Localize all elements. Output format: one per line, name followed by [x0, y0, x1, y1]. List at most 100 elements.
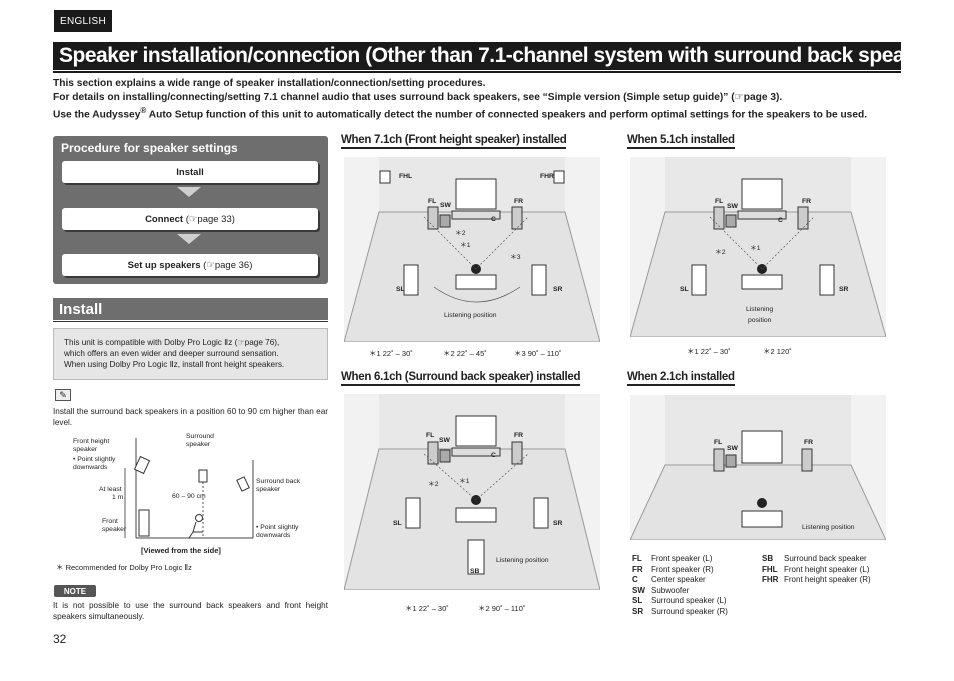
sb-speaker-icon — [467, 539, 485, 575]
label-fr: FR — [802, 198, 812, 205]
compat-line-3: When using Dolby Pro Logic Ⅱz, install f… — [64, 360, 285, 369]
legend-abbr: FHR — [762, 575, 779, 584]
label-fhr: FHR — [540, 173, 554, 180]
intro-line-2: For details on installing/connecting/set… — [53, 91, 903, 105]
diagram-6-1ch — [344, 394, 600, 590]
label-position: position — [748, 317, 772, 324]
legend-name: Surround speaker (L) — [651, 596, 727, 605]
step-ref: page 33 — [197, 213, 232, 225]
label-star1: ＊1 — [459, 478, 470, 485]
procedure-step-setup: Set up speakers (☞page 36) — [62, 254, 318, 276]
listener-body-icon — [188, 521, 203, 539]
label-star2: ＊2 — [428, 481, 439, 488]
angle-lines — [423, 216, 529, 270]
reference-icon: ☞ — [206, 259, 215, 271]
diagram-7-1ch — [344, 157, 600, 342]
fl-speaker-icon — [427, 441, 439, 465]
page-title: Speaker installation/connection (Other t… — [53, 42, 901, 70]
diagram-2-1ch — [630, 395, 886, 540]
legend-abbr: SB — [762, 554, 774, 563]
tv-icon — [741, 178, 783, 210]
intro-line-2b: page 3). — [743, 91, 783, 103]
label-c: C — [778, 217, 783, 224]
right-wall — [851, 157, 886, 337]
procedure-title: Procedure for speaker settings — [61, 141, 238, 155]
label-fhl: FHL — [399, 173, 413, 180]
label-star3: ＊3 — [510, 254, 521, 261]
step-label: Connect — [145, 213, 184, 225]
heading-5-1ch: When 5.1ch installed — [627, 134, 735, 149]
compat-line-2: which offers an even wider and deeper su… — [64, 349, 279, 358]
label-listening-position: Listening position — [496, 557, 549, 564]
sofa-icon — [741, 510, 783, 528]
left-wall — [344, 157, 379, 342]
compat-line-1a: This unit is compatible with Dolby Pro L… — [64, 338, 238, 347]
side-view-diagram — [124, 438, 254, 539]
angle-lines — [709, 216, 815, 270]
listener-head-icon — [195, 514, 203, 522]
listener-icon — [757, 498, 767, 508]
surround-speaker-icon — [198, 469, 208, 483]
label-fr: FR — [514, 432, 524, 439]
label-sw: SW — [440, 202, 451, 209]
fr-speaker-icon — [797, 206, 809, 230]
heading-7-1ch: When 7.1ch (Front height speaker) instal… — [341, 134, 567, 149]
reference-icon: ☞ — [237, 338, 245, 347]
legend-abbr: C — [632, 575, 638, 584]
angle-lines — [423, 453, 529, 501]
label-c: C — [491, 216, 496, 223]
label-star1: ＊1 — [460, 242, 471, 249]
fl-speaker-icon — [427, 206, 439, 230]
page-number: 32 — [53, 632, 67, 646]
step-label: Set up speakers — [127, 259, 201, 271]
fl-speaker-icon — [713, 206, 725, 230]
reference-icon: ☞ — [188, 213, 198, 225]
recommended-text: Recommended for Dolby Pro Logic Ⅱz — [65, 563, 192, 572]
legend-name: Front speaker (L) — [651, 554, 713, 563]
sr-speaker-icon — [531, 264, 547, 296]
label-viewed-from-side: [Viewed from the side] — [141, 546, 221, 555]
right-wall — [565, 157, 600, 342]
title-rule — [53, 71, 901, 73]
registered-mark: ® — [140, 106, 147, 116]
label-sb: SB — [470, 568, 480, 575]
diagram-5-1ch — [630, 157, 886, 337]
legend-abbr: FL — [632, 554, 642, 563]
subwoofer-icon — [439, 214, 451, 228]
fr-speaker-icon — [801, 448, 813, 472]
label-sl: SL — [396, 286, 405, 293]
label-one-m: 1 m — [112, 494, 124, 501]
right-wall — [851, 395, 886, 540]
label-listening-position: Listening position — [444, 312, 497, 319]
label-listening: Listening — [746, 306, 774, 313]
left-wall — [630, 157, 665, 337]
center-speaker-icon — [737, 210, 787, 220]
subwoofer-icon — [439, 449, 451, 463]
label-surround-speaker: Surround speaker — [186, 433, 214, 448]
legend-name: Front height speaker (R) — [784, 575, 871, 584]
sofa-icon — [455, 274, 497, 290]
memo-pencil-icon: ✎ — [55, 389, 71, 401]
tv-icon — [455, 178, 497, 210]
compatibility-box: This unit is compatible with Dolby Pro L… — [53, 328, 328, 380]
label-recommended: ＊ Recommended for Dolby Pro Logic Ⅱz — [56, 563, 192, 572]
compat-line-1: This unit is compatible with Dolby Pro L… — [64, 337, 317, 348]
note-badge: NOTE — [54, 585, 96, 597]
label-star2: ＊2 — [715, 249, 726, 256]
heading-6-1ch: When 6.1ch (Surround back speaker) insta… — [341, 371, 581, 386]
intro-line-2a: For details on installing/connecting/set… — [53, 91, 735, 103]
front-speaker-icon — [138, 509, 150, 537]
left-wall — [344, 394, 379, 590]
left-wall — [630, 395, 665, 540]
label-sr: SR — [553, 286, 563, 293]
label-front-height-speaker: Front height speaker — [73, 438, 110, 453]
down-arrow-icon — [177, 234, 201, 244]
legend-abbr: SW — [632, 585, 645, 595]
